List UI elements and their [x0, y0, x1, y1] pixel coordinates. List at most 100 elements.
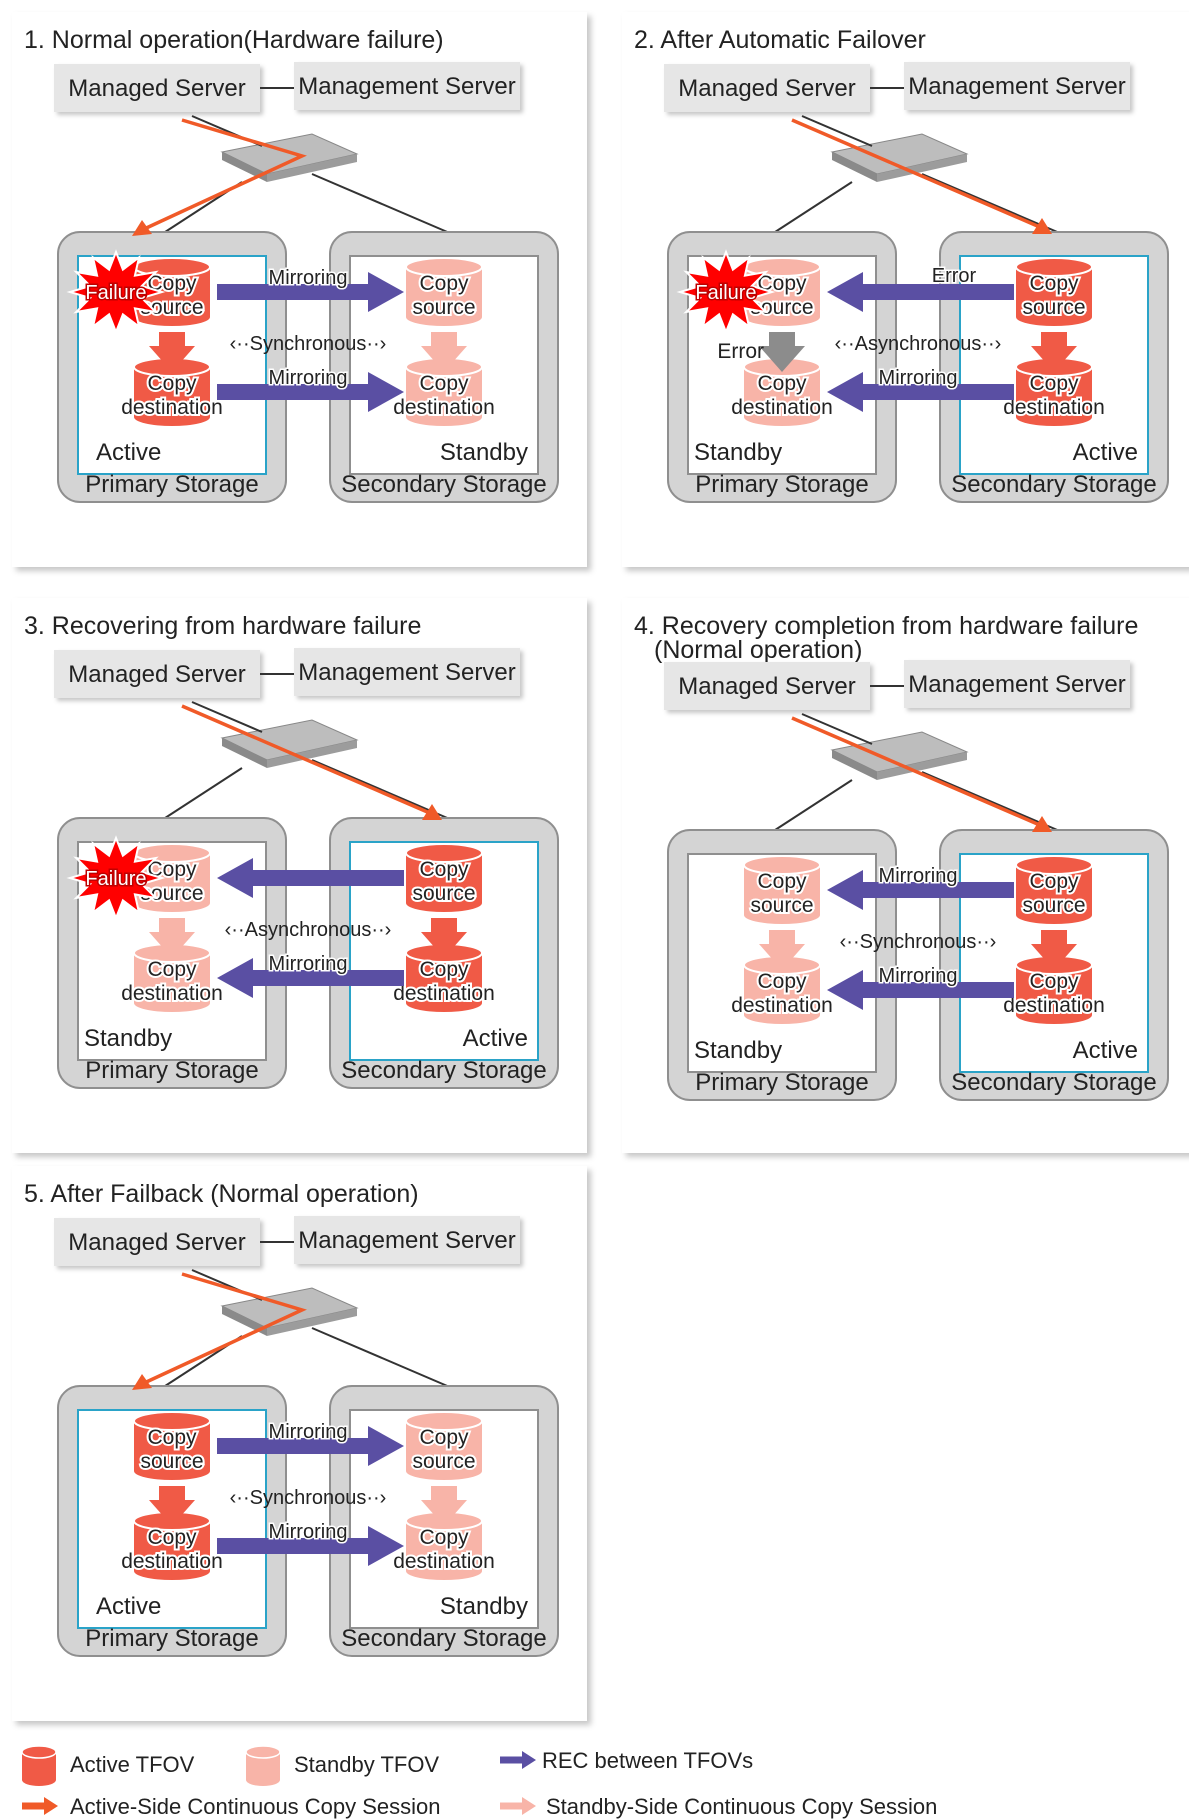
network-switch-front: [267, 740, 357, 768]
network-switch-side: [222, 738, 267, 768]
replication-mode-label: ‹··Synchronous··›: [230, 333, 387, 355]
secondary-session-arrow: [421, 332, 467, 372]
io-path-arrowhead: [132, 1374, 152, 1390]
volume-body: [406, 1521, 482, 1580]
rec-arrow-destination: [217, 1526, 404, 1566]
volume-label-line1: Copy: [419, 1526, 469, 1549]
error-label-rec: Error: [932, 265, 977, 287]
volume-body: [744, 965, 820, 1024]
volume-label-line2: destination: [731, 396, 833, 419]
volume-label-line1: Copy: [147, 958, 197, 981]
network-switch-front: [877, 752, 967, 780]
secondary-storage-label: Secondary Storage: [341, 1057, 546, 1084]
volume-body: [1016, 865, 1092, 924]
io-path-line: [791, 716, 1043, 828]
secondary-session-arrow: [421, 1486, 467, 1526]
secondary-session-arrow: [1031, 930, 1077, 970]
volume-label-line2: source: [1022, 894, 1085, 917]
panel-title: 4. Recovery completion from hardware fai…: [634, 612, 1138, 640]
replication-mode-label: ‹··Asynchronous··›: [225, 919, 392, 941]
management-server-label: Management Server: [298, 1227, 515, 1254]
volume-label-line2: destination: [393, 1550, 495, 1573]
rec-arrow-source: [827, 870, 1014, 910]
management-server-label: Management Server: [298, 73, 515, 100]
network-switch-side: [832, 750, 877, 780]
volume-body: [406, 367, 482, 426]
network-switch-front: [267, 1308, 357, 1336]
volume-top: [1015, 855, 1093, 875]
volume-body: [406, 853, 482, 912]
primary-session-arrow: [149, 1486, 195, 1526]
network-switch-side: [832, 152, 877, 182]
io-path-arrowhead: [422, 804, 442, 820]
legend-active-session: Active-Side Continuous Copy Session: [70, 1794, 441, 1819]
primary-role-label: Standby: [694, 1037, 782, 1064]
panel: 4. Recovery completion from hardware fai…: [622, 598, 1189, 1153]
failure-burst-icon: [676, 249, 776, 335]
volume-label-line1: Copy: [757, 372, 807, 395]
io-path-line: [791, 118, 1043, 230]
rec-arrow-destination: [827, 372, 1014, 412]
secondary-storage-label: Secondary Storage: [341, 1625, 546, 1652]
network-switch-front: [267, 154, 357, 182]
panel: 1. Normal operation(Hardware failure)Man…: [12, 12, 587, 567]
volume-body: [744, 367, 820, 426]
legend-standby-tfov: Standby TFOV: [294, 1752, 439, 1777]
secondary-storage-label: Secondary Storage: [951, 471, 1156, 498]
volume-label-line2: source: [412, 882, 475, 905]
primary-storage-label: Primary Storage: [85, 1625, 258, 1652]
failure-burst-icon: [66, 835, 166, 921]
replication-mode-label: ‹··Synchronous··›: [230, 1487, 387, 1509]
standby-tfov-icon: [246, 1752, 280, 1786]
link-switch-secondary: [311, 1327, 453, 1389]
failure-indicator: Failure: [676, 249, 776, 335]
volume-body: [406, 267, 482, 326]
mirroring-label-top: Mirroring: [269, 267, 348, 289]
network-switch-front: [877, 154, 967, 182]
io-path-line: [181, 704, 433, 816]
link-managed-switch: [801, 713, 873, 745]
management-server-box: [904, 660, 1130, 708]
rec-arrow-source: [217, 272, 404, 312]
volume-body: [134, 953, 210, 1012]
volume-label-line1: Copy: [1029, 272, 1079, 295]
volume-label-line2: source: [140, 1450, 203, 1473]
volume-label-line1: Copy: [1029, 970, 1079, 993]
legend-standby-session: Standby-Side Continuous Copy Session: [546, 1794, 937, 1819]
volume-body: [744, 865, 820, 924]
primary-storage-label: Primary Storage: [85, 1057, 258, 1084]
primary-session-arrow: [759, 930, 805, 970]
volume-label-line2: destination: [121, 1550, 223, 1573]
managed-server-label: Managed Server: [678, 75, 855, 102]
rec-arrow-destination: [827, 970, 1014, 1010]
panel: 3. Recovering from hardware failureManag…: [12, 598, 587, 1153]
volume-label-line2: destination: [393, 982, 495, 1005]
network-switch-side: [222, 152, 267, 182]
managed-server-box: [54, 650, 260, 698]
rec-arrow-source: [217, 858, 404, 898]
error-label-session: Error: [717, 340, 764, 363]
management-server-label: Management Server: [298, 659, 515, 686]
volume-body: [134, 1421, 210, 1480]
volume-label-line1: Copy: [419, 1426, 469, 1449]
rec-arrow-destination: [217, 958, 404, 998]
primary-role-label: Active: [96, 439, 161, 466]
panel-title: 3. Recovering from hardware failure: [24, 612, 421, 640]
volume-body: [134, 1521, 210, 1580]
legend-rec: REC between TFOVs: [542, 1748, 753, 1773]
volume-top: [405, 1411, 483, 1431]
managed-server-box: [664, 64, 870, 112]
volume-label-line1: Copy: [419, 272, 469, 295]
volume-top: [405, 257, 483, 277]
volume-label-line1: Copy: [757, 870, 807, 893]
secondary-storage-label: Secondary Storage: [341, 471, 546, 498]
